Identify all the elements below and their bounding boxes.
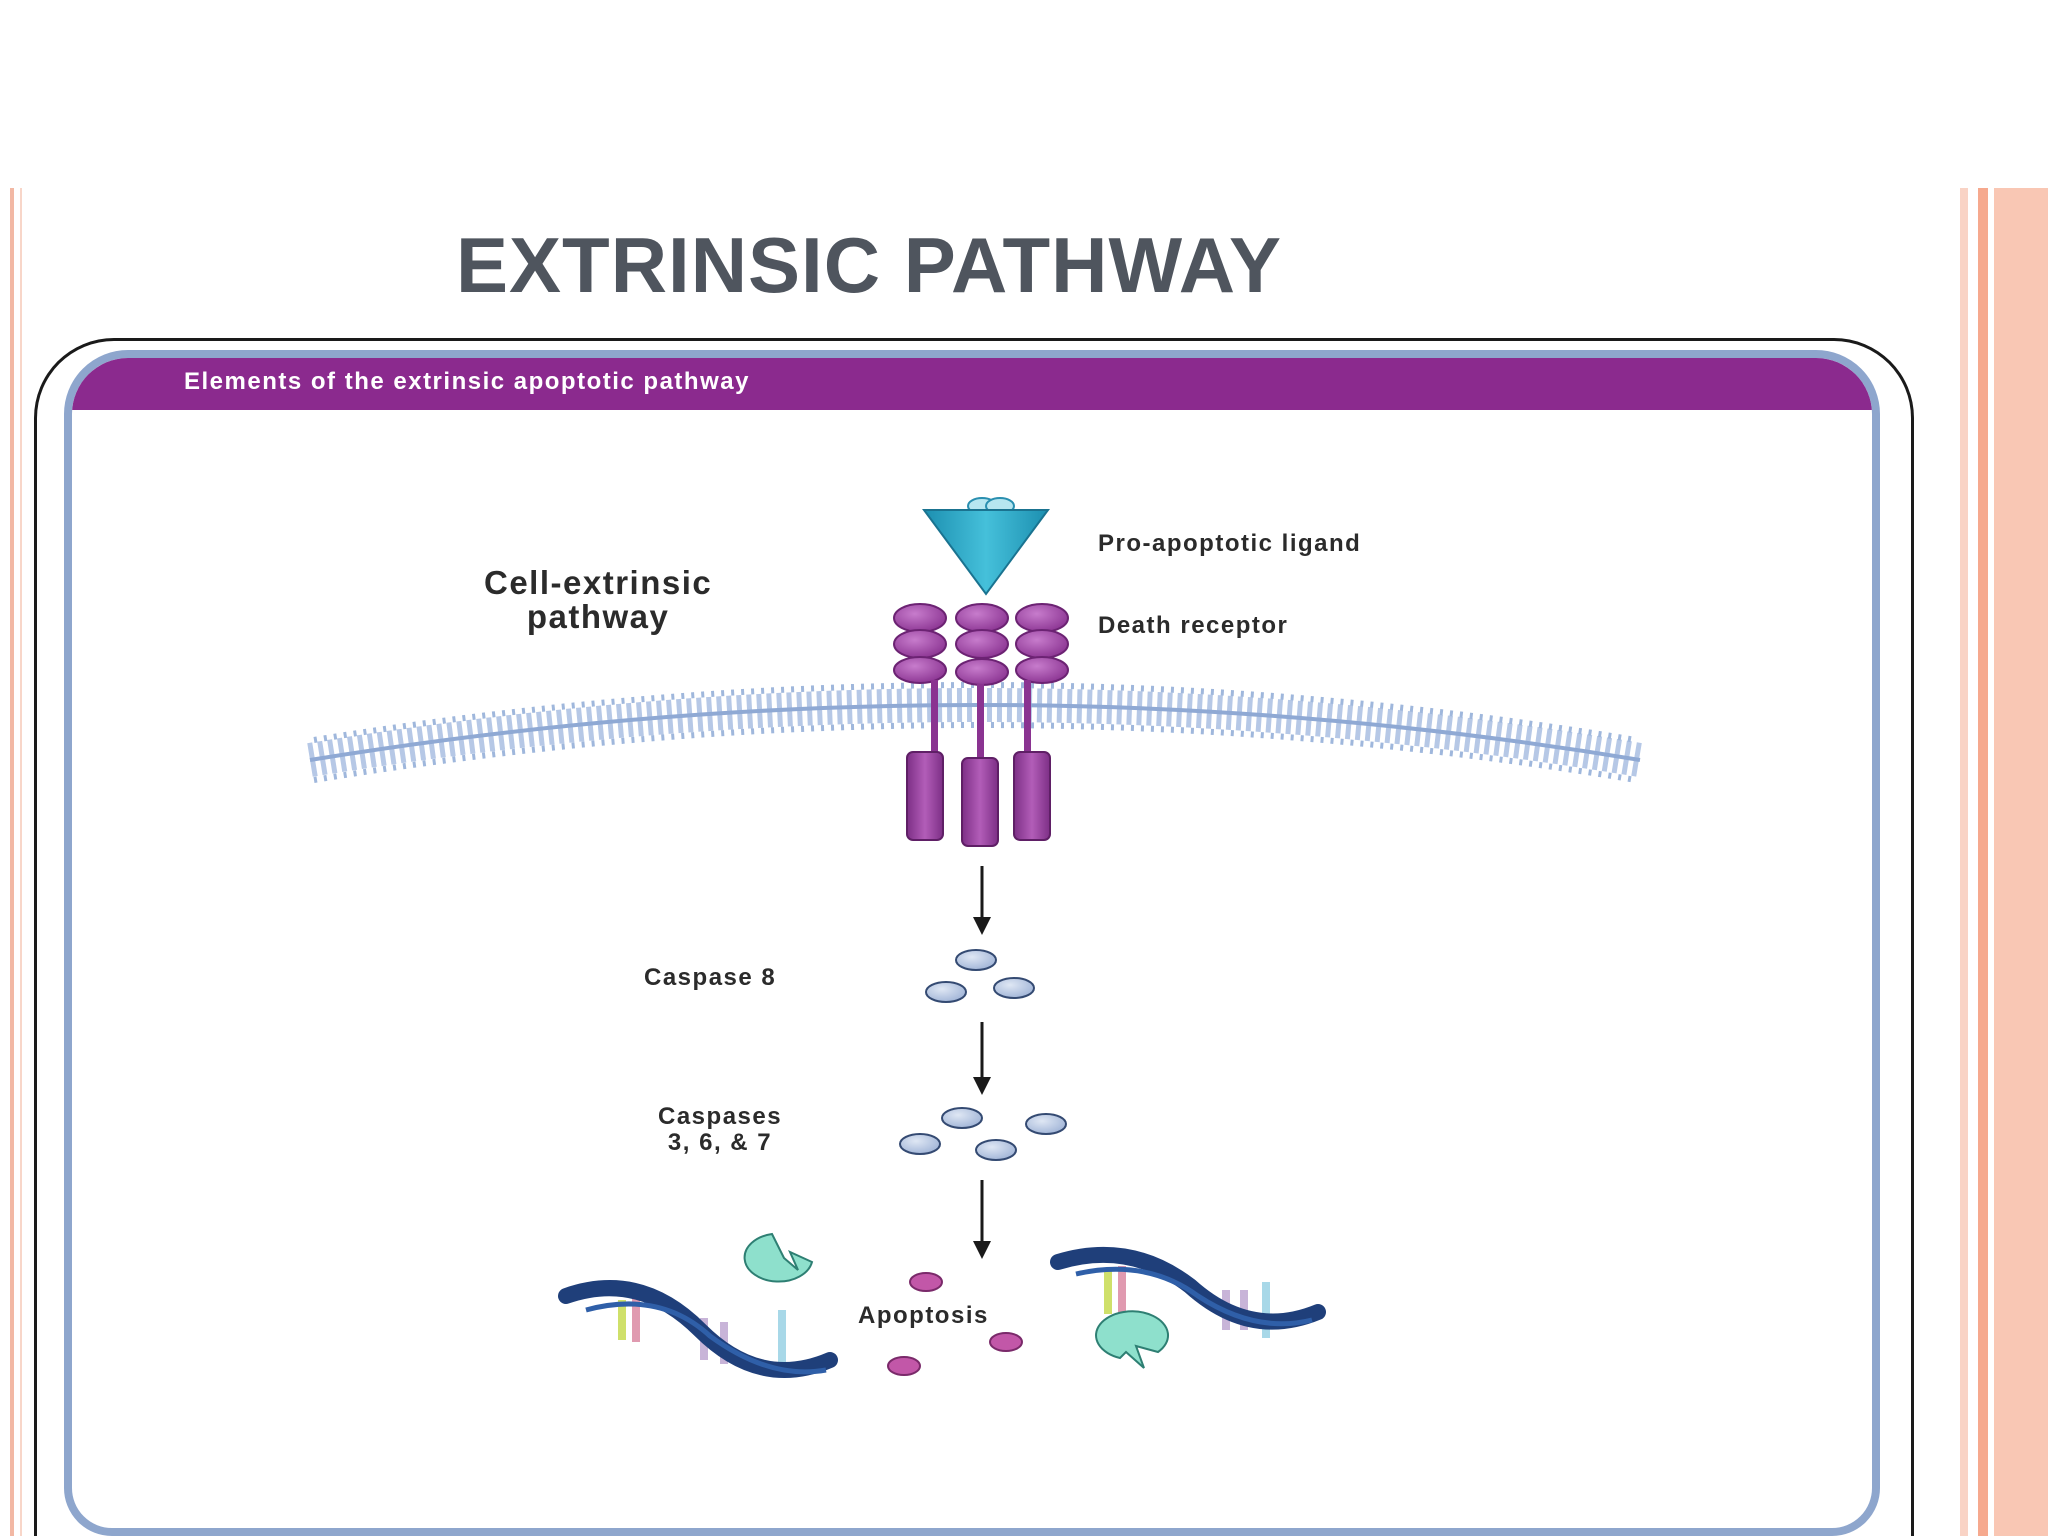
decor-stripe — [1960, 188, 1968, 1536]
figure-outer-frame — [34, 338, 1914, 1536]
apoptosis-label: Apoptosis — [858, 1302, 989, 1329]
decor-stripe — [1978, 188, 1988, 1536]
figure-header-text: Elements of the extrinsic apoptotic path… — [184, 368, 750, 395]
slide-title: EXTRINSIC PATHWAY — [456, 221, 1282, 309]
apoptotic-fragments — [887, 1272, 1023, 1376]
caspases-label-line2: 3, 6, & 7 — [667, 1129, 773, 1156]
slide-right-decoration — [1960, 188, 2048, 1536]
dna-right — [1050, 1246, 1326, 1338]
caspases-label-line1: Caspases — [658, 1103, 783, 1130]
side-label-line1: Cell-extrinsic — [484, 564, 713, 601]
slide-left-rule-thin — [20, 188, 22, 1536]
enzyme-left — [743, 1232, 814, 1283]
ligand-label: Pro-apoptotic ligand — [1098, 530, 1362, 557]
figure-header-bar: Elements of the extrinsic apoptotic path… — [72, 358, 1872, 410]
side-label: Cell-extrinsic pathway — [484, 566, 712, 634]
enzyme-right — [1095, 1310, 1169, 1369]
caspases-label: Caspases 3, 6, & 7 — [658, 1104, 782, 1156]
caspase8-molecules — [925, 949, 1035, 1003]
side-label-line2: pathway — [526, 598, 670, 635]
slide-left-rule — [10, 188, 14, 1536]
pro-apoptotic-ligand — [922, 497, 1050, 596]
decor-stripe — [1994, 188, 2048, 1536]
caspase8-label: Caspase 8 — [644, 964, 777, 991]
effector-caspases — [899, 1107, 1067, 1161]
dna-left — [558, 1280, 838, 1378]
receptor-label: Death receptor — [1098, 612, 1289, 639]
figure-panel: Elements of the extrinsic apoptotic path… — [64, 350, 1880, 1536]
death-receptor — [893, 603, 1069, 847]
